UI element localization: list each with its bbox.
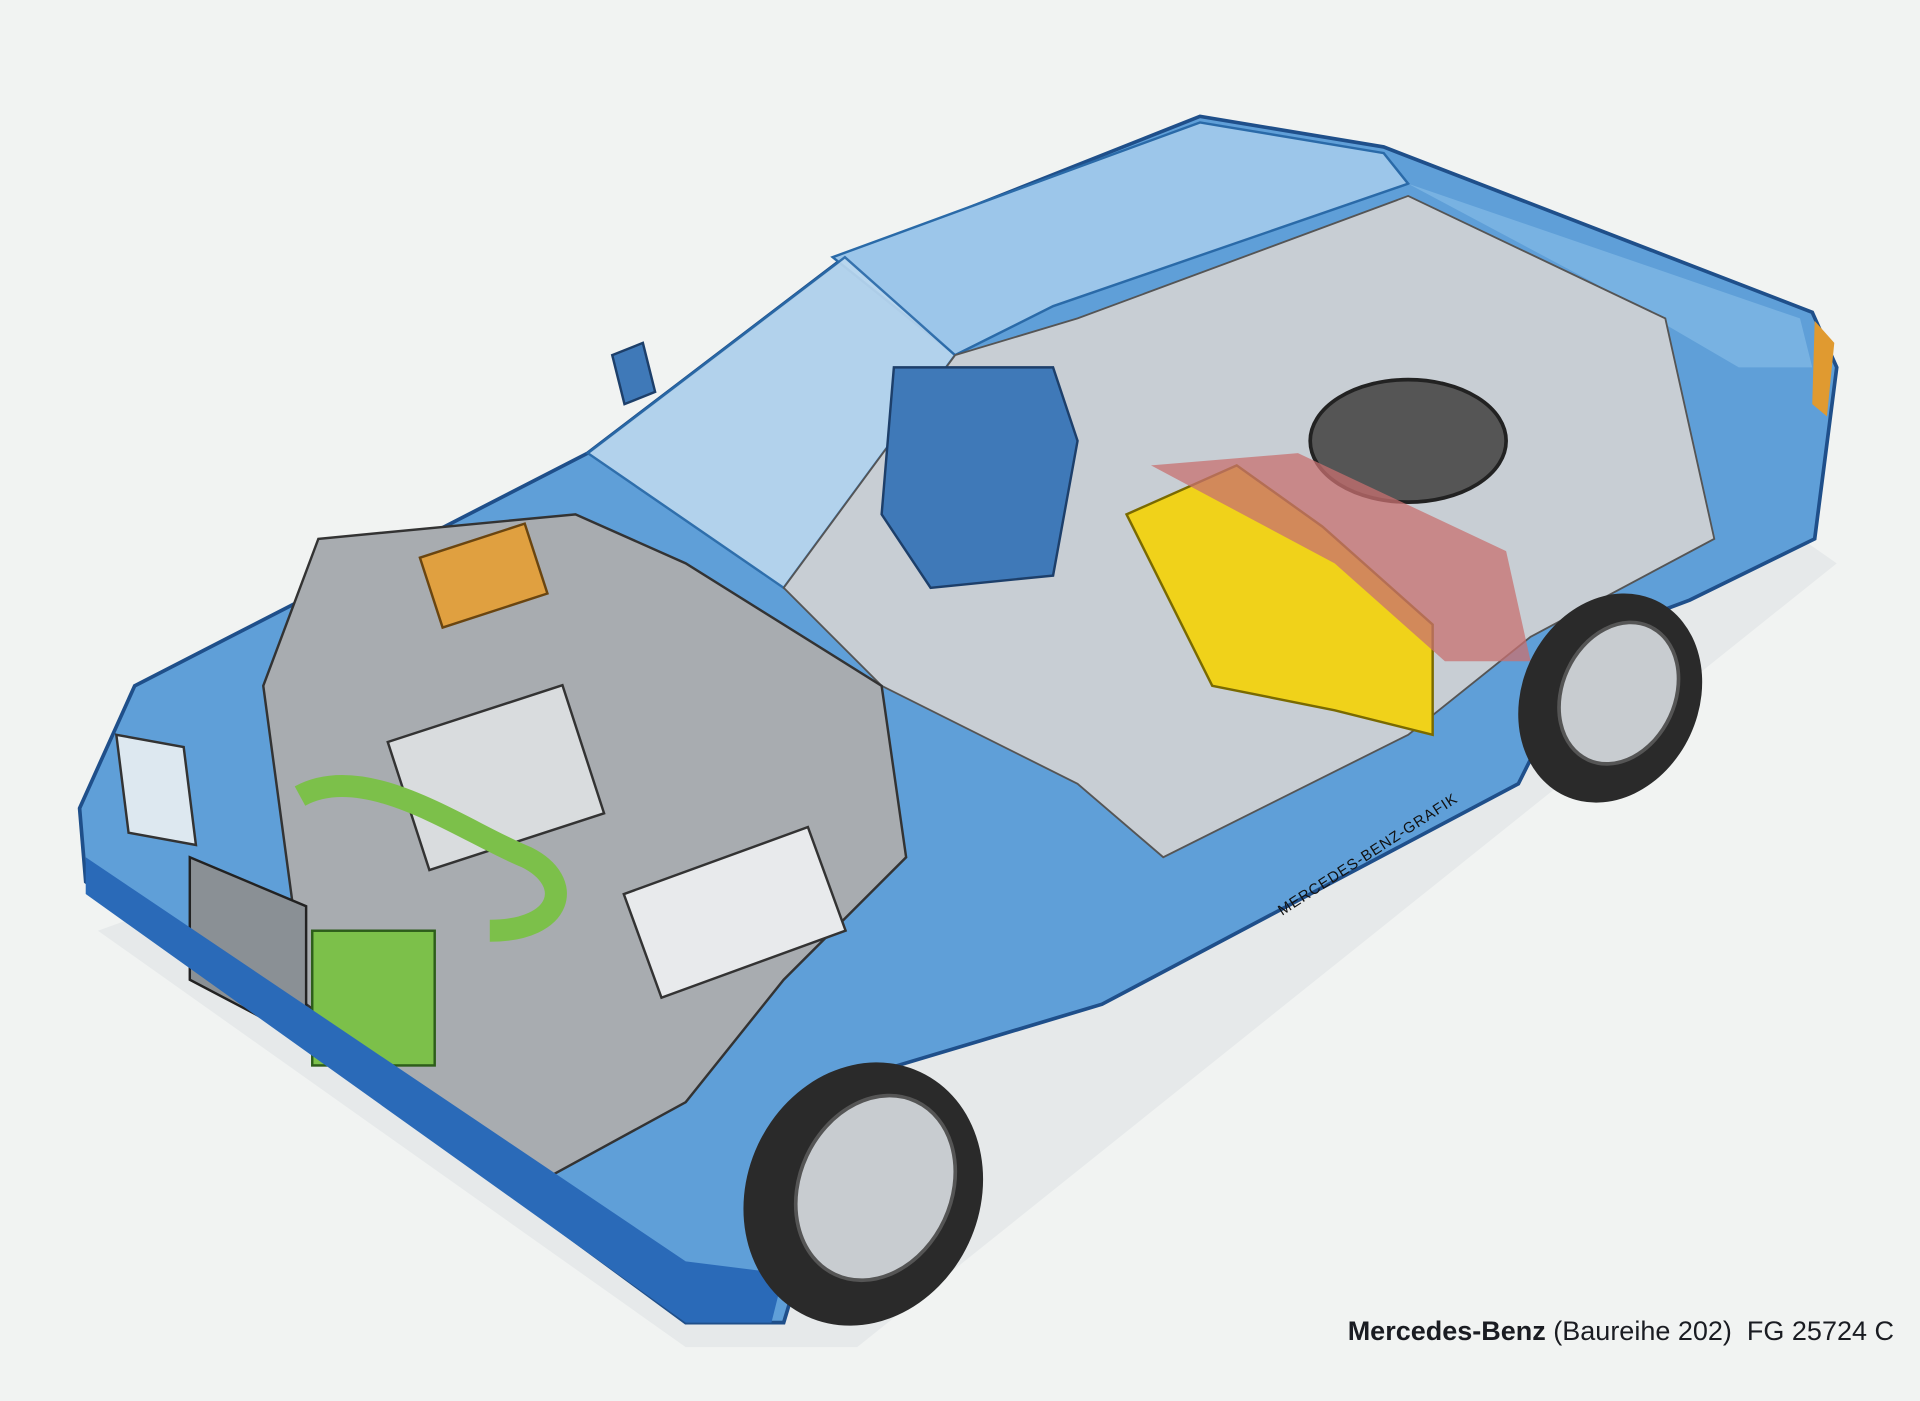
caption-code: FG 25724 C [1746,1316,1894,1346]
image-caption: Mercedes-Benz (Baureihe 202) FG 25724 C [1348,1316,1894,1347]
caption-brand: Mercedes-Benz [1347,1316,1546,1346]
spare-wheel [1308,377,1508,504]
caption-series: (Baureihe 202) [1553,1316,1732,1346]
side-mirror [610,341,657,406]
trunk-lid [1408,183,1813,368]
front-bumper [85,857,784,1323]
tail-light [1812,320,1835,417]
seat [880,366,1079,590]
front-wheel [743,1062,984,1326]
battery [418,522,549,630]
coolant-reservoir [622,825,848,1000]
radiator-hoses [294,774,567,942]
rear-wheel [1518,593,1703,803]
headlight [114,733,198,847]
rear-axle [1151,453,1531,662]
